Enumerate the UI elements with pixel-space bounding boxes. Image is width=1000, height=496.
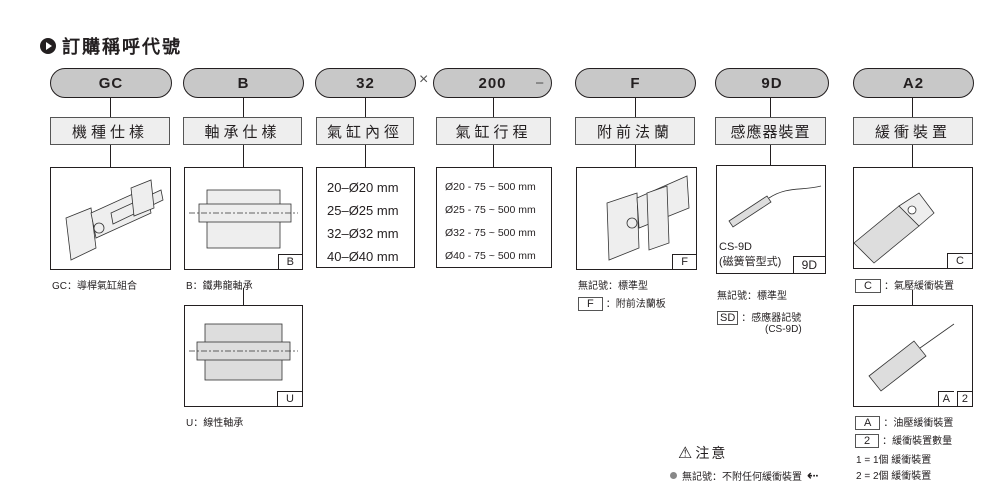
caption-f-none: 無記號：標準型 — [578, 281, 648, 292]
bore-list: 20–Ø20 mm 25–Ø25 mm 32–Ø32 mm 40–Ø40 mm — [316, 167, 415, 268]
tag-b: B — [277, 254, 302, 269]
code-flange: F — [575, 68, 696, 98]
tag-c: C — [947, 253, 972, 268]
dash-sign: − — [535, 74, 545, 92]
code-stroke: 200− — [433, 68, 552, 98]
code-buffer: A2 — [853, 68, 974, 98]
code-bearing: B — [183, 68, 304, 98]
stroke-option: Ø20 - 75 ~ 500 mm — [445, 181, 536, 193]
flange-illustration — [606, 175, 690, 261]
key-c: C — [855, 279, 881, 293]
arrow-left-icon: ⇠ — [807, 467, 819, 483]
key-2: 2 — [855, 434, 880, 448]
connector — [243, 288, 244, 306]
bore-option: 32–Ø32 mm — [327, 226, 399, 241]
caption-two: 2 = 2個 緩衝裝置 — [856, 471, 932, 482]
key-f: F — [578, 297, 603, 311]
bullet-icon — [670, 472, 677, 479]
label-stroke: 氣缸行程 — [436, 117, 551, 145]
caption-c-desc: ：氣壓緩衝裝置 — [883, 281, 954, 292]
tag-2: 2 — [956, 391, 972, 406]
tag-a: A — [937, 391, 954, 406]
tag-f: F — [672, 254, 696, 269]
stroke-option: Ø32 - 75 ~ 500 mm — [445, 227, 536, 239]
code-gc: GC — [50, 68, 172, 98]
caption-f-desc: ：附前法蘭板 — [605, 299, 666, 310]
caption-one: 1 = 1個 緩衝裝置 — [856, 455, 932, 466]
label-bore: 氣缸內徑 — [316, 117, 414, 145]
play-bullet-icon — [40, 38, 56, 54]
bore-option: 20–Ø20 mm — [327, 180, 399, 195]
label-flange: 附前法蘭 — [575, 117, 695, 145]
caption-sd-desc: ：感應器記號 — [741, 313, 802, 324]
teflon-bearing-illustration — [189, 189, 298, 249]
linear-bearing-illustration — [189, 323, 298, 381]
caption-sd-model: (CS-9D) — [765, 324, 802, 335]
sensor-illustration — [728, 185, 822, 228]
label-bearing: 軸承仕樣 — [183, 117, 302, 145]
hydraulic-shock-absorber-illustration — [868, 323, 955, 392]
label-model: 機種仕樣 — [50, 117, 170, 145]
gc-image-box — [50, 167, 171, 270]
bore-option: 40–Ø40 mm — [327, 249, 399, 264]
tag-u: U — [277, 391, 302, 406]
tag-9d: 9D — [792, 256, 825, 273]
sensor-type: (磁簧管型式) — [719, 256, 782, 268]
buffer-c-box: C — [853, 167, 973, 269]
label-sensor: 感應器裝置 — [715, 117, 826, 145]
warning-icon: ⚠ — [678, 445, 693, 462]
caption-a-desc: ：油壓緩衝裝置 — [883, 418, 954, 429]
key-a: A — [855, 416, 881, 430]
bearing-u-box: U — [184, 305, 303, 407]
page-title: 訂購稱呼代號 — [40, 33, 182, 59]
caption-u: U：線性軸承 — [186, 418, 244, 429]
note-heading: ⚠注意 — [678, 445, 728, 462]
code-bore: 32 — [315, 68, 416, 98]
bore-option: 25–Ø25 mm — [327, 203, 399, 218]
label-buffer: 緩衝裝置 — [853, 117, 973, 145]
connector — [912, 290, 913, 306]
note-text: 無記號：不附任何緩衝裝置⇠ — [670, 467, 819, 484]
sensor-box: CS-9D (磁簧管型式) 9D — [716, 165, 826, 274]
air-cushion-illustration — [853, 192, 935, 264]
bearing-b-box: B — [184, 167, 303, 270]
sensor-model: CS-9D — [719, 241, 753, 253]
stroke-list: Ø20 - 75 ~ 500 mm Ø25 - 75 ~ 500 mm Ø32 … — [436, 167, 552, 268]
stroke-option: Ø40 - 75 ~ 500 mm — [445, 250, 536, 262]
caption-sensor-none: 無記號：標準型 — [717, 291, 787, 302]
caption-n-desc: ：緩衝裝置數量 — [882, 436, 953, 447]
code-sensor: 9D — [715, 68, 829, 98]
caption-gc: GC：導桿氣缸組合 — [52, 281, 137, 292]
flange-box: F — [576, 167, 697, 270]
times-sign: × — [419, 71, 429, 88]
key-sd: SD — [717, 311, 739, 325]
stroke-option: Ø25 - 75 ~ 500 mm — [445, 204, 536, 216]
caption-b: B：鐵弗龍軸承 — [186, 281, 253, 292]
guided-cylinder-illustration — [65, 179, 164, 261]
